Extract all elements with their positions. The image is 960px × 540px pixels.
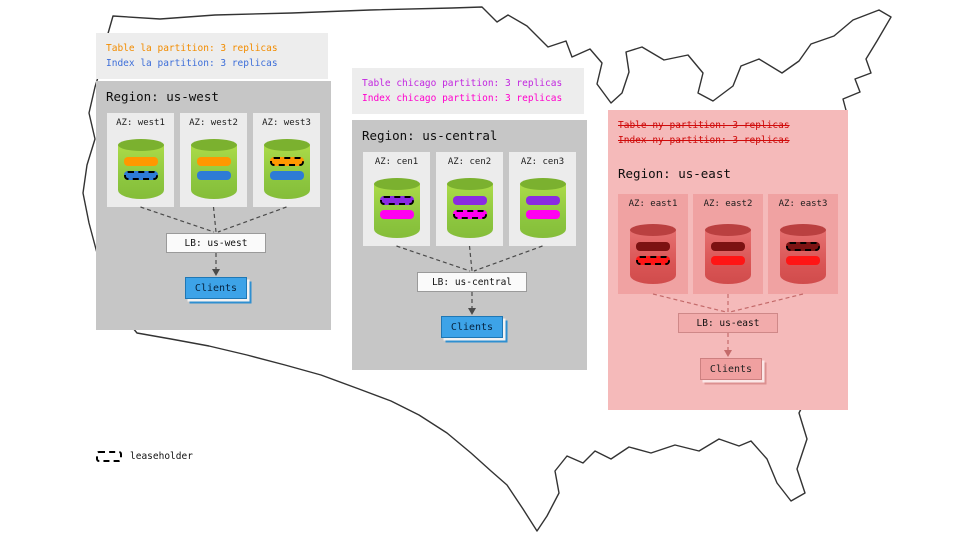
az-cen2: AZ: cen2	[436, 152, 503, 246]
replica-table-chicago	[525, 196, 560, 205]
az-cen3: AZ: cen3	[509, 152, 576, 246]
replica-index-chicago-leaseholder	[452, 210, 487, 219]
replica-index-chicago	[379, 210, 414, 219]
replica-index-ny	[786, 256, 820, 265]
replica-table-ny	[636, 242, 670, 251]
database-cylinder-east1	[630, 224, 676, 284]
load-balancer-us-west: LB: us-west	[166, 233, 266, 253]
cylinder-top	[263, 139, 310, 151]
region-title-us-west: Region: us-west	[106, 89, 219, 104]
cylinder-top	[373, 178, 420, 190]
region-us-east: Region: us-east AZ: east1 AZ: east2 AZ: …	[608, 158, 848, 410]
legend: leaseholder	[96, 451, 193, 462]
legend-label: leaseholder	[130, 451, 193, 462]
cylinder-top	[705, 224, 751, 236]
replica-index-la	[196, 171, 231, 180]
note-index-ny-struck: Index ny partition: 3 replicas	[618, 135, 790, 146]
replica-index-chicago	[525, 210, 560, 219]
region-title-us-central: Region: us-central	[362, 128, 498, 143]
clients-box-us-east: Clients	[700, 358, 762, 380]
partition-note-us-west: Table la partition: 3 replicas Index la …	[96, 33, 328, 79]
replica-table-ny-leaseholder	[786, 242, 820, 251]
replica-table-chicago-leaseholder	[379, 196, 414, 205]
az-cen2-label: AZ: cen2	[447, 157, 492, 167]
partition-note-us-central: Table chicago partition: 3 replicas Inde…	[352, 68, 584, 114]
note-table-chicago: Table chicago partition: 3 replicas	[362, 78, 563, 89]
az-cen3-label: AZ: cen3	[520, 157, 565, 167]
replica-table-ny	[711, 242, 745, 251]
database-cylinder-cen1	[373, 178, 420, 238]
replica-table-la	[196, 157, 231, 166]
cylinder-top	[519, 178, 566, 190]
leaseholder-dashed-swatch-icon	[96, 451, 122, 462]
az-west2: AZ: west2	[180, 113, 247, 207]
database-cylinder-east3	[780, 224, 826, 284]
az-east3-label: AZ: east3	[778, 199, 828, 209]
az-east1: AZ: east1	[618, 194, 688, 294]
region-us-west: Region: us-west AZ: west1 AZ: west2 AZ: …	[96, 81, 331, 330]
cylinder-top	[190, 139, 237, 151]
cylinder-top	[446, 178, 493, 190]
region-us-central: Region: us-central AZ: cen1 AZ: cen2 AZ:…	[352, 120, 587, 370]
az-east2-label: AZ: east2	[703, 199, 753, 209]
replica-table-la	[123, 157, 158, 166]
replica-index-la-leaseholder	[123, 171, 158, 180]
az-cen1-label: AZ: cen1	[374, 157, 419, 167]
cylinder-top	[630, 224, 676, 236]
database-cylinder-east2	[705, 224, 751, 284]
database-cylinder-west2	[190, 139, 237, 199]
note-table-la: Table la partition: 3 replicas	[106, 43, 278, 54]
cylinder-top	[780, 224, 826, 236]
note-table-ny-struck: Table ny partition: 3 replicas	[618, 120, 790, 131]
arrow-head-icon	[724, 350, 732, 357]
database-cylinder-cen3	[519, 178, 566, 238]
replica-table-chicago	[452, 196, 487, 205]
replica-table-la-leaseholder	[269, 157, 304, 166]
partition-note-us-east: Table ny partition: 3 replicas Index ny …	[608, 110, 848, 158]
region-title-us-east: Region: us-east	[618, 166, 731, 181]
database-cylinder-cen2	[446, 178, 493, 238]
note-index-la: Index la partition: 3 replicas	[106, 58, 278, 69]
az-west3-label: AZ: west3	[262, 118, 311, 128]
az-east3: AZ: east3	[768, 194, 838, 294]
replica-index-ny-leaseholder	[636, 256, 670, 265]
note-index-chicago: Index chicago partition: 3 replicas	[362, 93, 563, 104]
replica-index-ny	[711, 256, 745, 265]
az-east1-label: AZ: east1	[628, 199, 678, 209]
database-cylinder-west1	[117, 139, 164, 199]
database-cylinder-west3	[263, 139, 310, 199]
az-west3: AZ: west3	[253, 113, 320, 207]
clients-box-us-central: Clients	[441, 316, 503, 338]
az-cen1: AZ: cen1	[363, 152, 430, 246]
clients-box-us-west: Clients	[185, 277, 247, 299]
arrow-head-icon	[468, 308, 476, 315]
load-balancer-us-central: LB: us-central	[417, 272, 527, 292]
cylinder-top	[117, 139, 164, 151]
az-west2-label: AZ: west2	[189, 118, 238, 128]
az-east2: AZ: east2	[693, 194, 763, 294]
az-west1: AZ: west1	[107, 113, 174, 207]
load-balancer-us-east: LB: us-east	[678, 313, 778, 333]
replica-index-la	[269, 171, 304, 180]
arrow-head-icon	[212, 269, 220, 276]
az-west1-label: AZ: west1	[116, 118, 165, 128]
